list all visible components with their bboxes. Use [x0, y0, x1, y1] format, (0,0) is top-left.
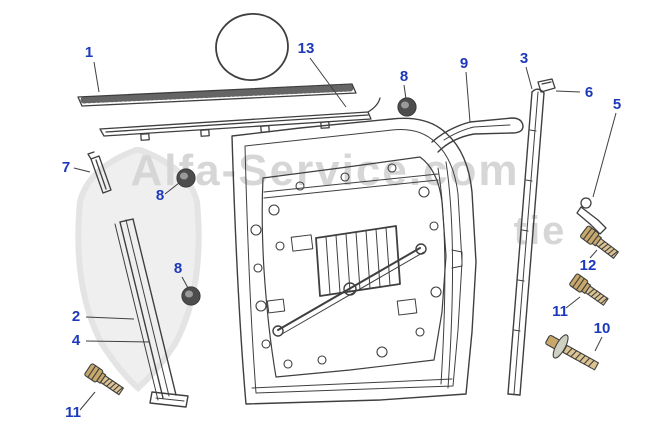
door-panel	[231, 117, 477, 405]
leader-10	[594, 336, 603, 352]
leader-7	[73, 167, 91, 173]
part-label-8-top: 8	[400, 68, 408, 85]
bolt-11-right	[568, 272, 611, 309]
grommet-icon	[397, 97, 417, 117]
part-label-2: 2	[72, 308, 80, 325]
part-9-channel	[431, 117, 524, 153]
bolt-12	[579, 224, 621, 262]
leader-2	[85, 316, 135, 320]
part-label-9: 9	[460, 55, 468, 72]
part-13-seal-ring	[215, 13, 289, 81]
part-label-5: 5	[613, 96, 621, 113]
leader-8-top	[403, 84, 407, 100]
leader-1	[93, 61, 100, 93]
part-6-clip	[537, 78, 556, 93]
bolt-10	[545, 334, 599, 371]
part-label-11-left: 11	[65, 404, 81, 421]
part-label-10: 10	[594, 320, 611, 337]
part-labels: 1 13 8 9 3 6 5 7 8 8 2 4 12 11 10 11	[62, 40, 621, 421]
leader-12	[589, 249, 598, 259]
part-label-11-right: 11	[552, 303, 568, 320]
grommet-icon	[181, 286, 201, 306]
leader-5	[592, 112, 617, 198]
part-3-rail	[507, 88, 545, 396]
part-label-8-low: 8	[174, 260, 182, 277]
part-label-12: 12	[580, 257, 597, 274]
part-label-7: 7	[62, 159, 70, 176]
grommet-icon	[176, 168, 196, 188]
leader-8-mid	[164, 182, 180, 195]
part-label-1: 1	[85, 44, 93, 61]
part-2-4-rail	[114, 218, 189, 408]
leader-13	[309, 57, 347, 108]
leader-11-left	[79, 391, 96, 411]
leader-9	[465, 71, 471, 123]
part-1-trim-strips	[77, 83, 381, 141]
part-label-6: 6	[585, 84, 593, 101]
part-5-bracket	[576, 197, 607, 235]
leader-6	[555, 90, 581, 93]
leader-3	[525, 66, 533, 90]
part-8-grommets	[176, 97, 417, 306]
leader-4	[85, 340, 151, 343]
leader-lines	[73, 57, 617, 411]
part-label-4: 4	[72, 332, 81, 349]
leader-11-right	[565, 296, 581, 309]
leader-8-low	[181, 276, 189, 289]
part-label-8-mid: 8	[156, 187, 164, 204]
watermark-shield-icon	[75, 147, 202, 393]
part-7-bracket	[87, 151, 112, 194]
part-label-3: 3	[520, 50, 528, 67]
part-label-13: 13	[298, 40, 315, 57]
